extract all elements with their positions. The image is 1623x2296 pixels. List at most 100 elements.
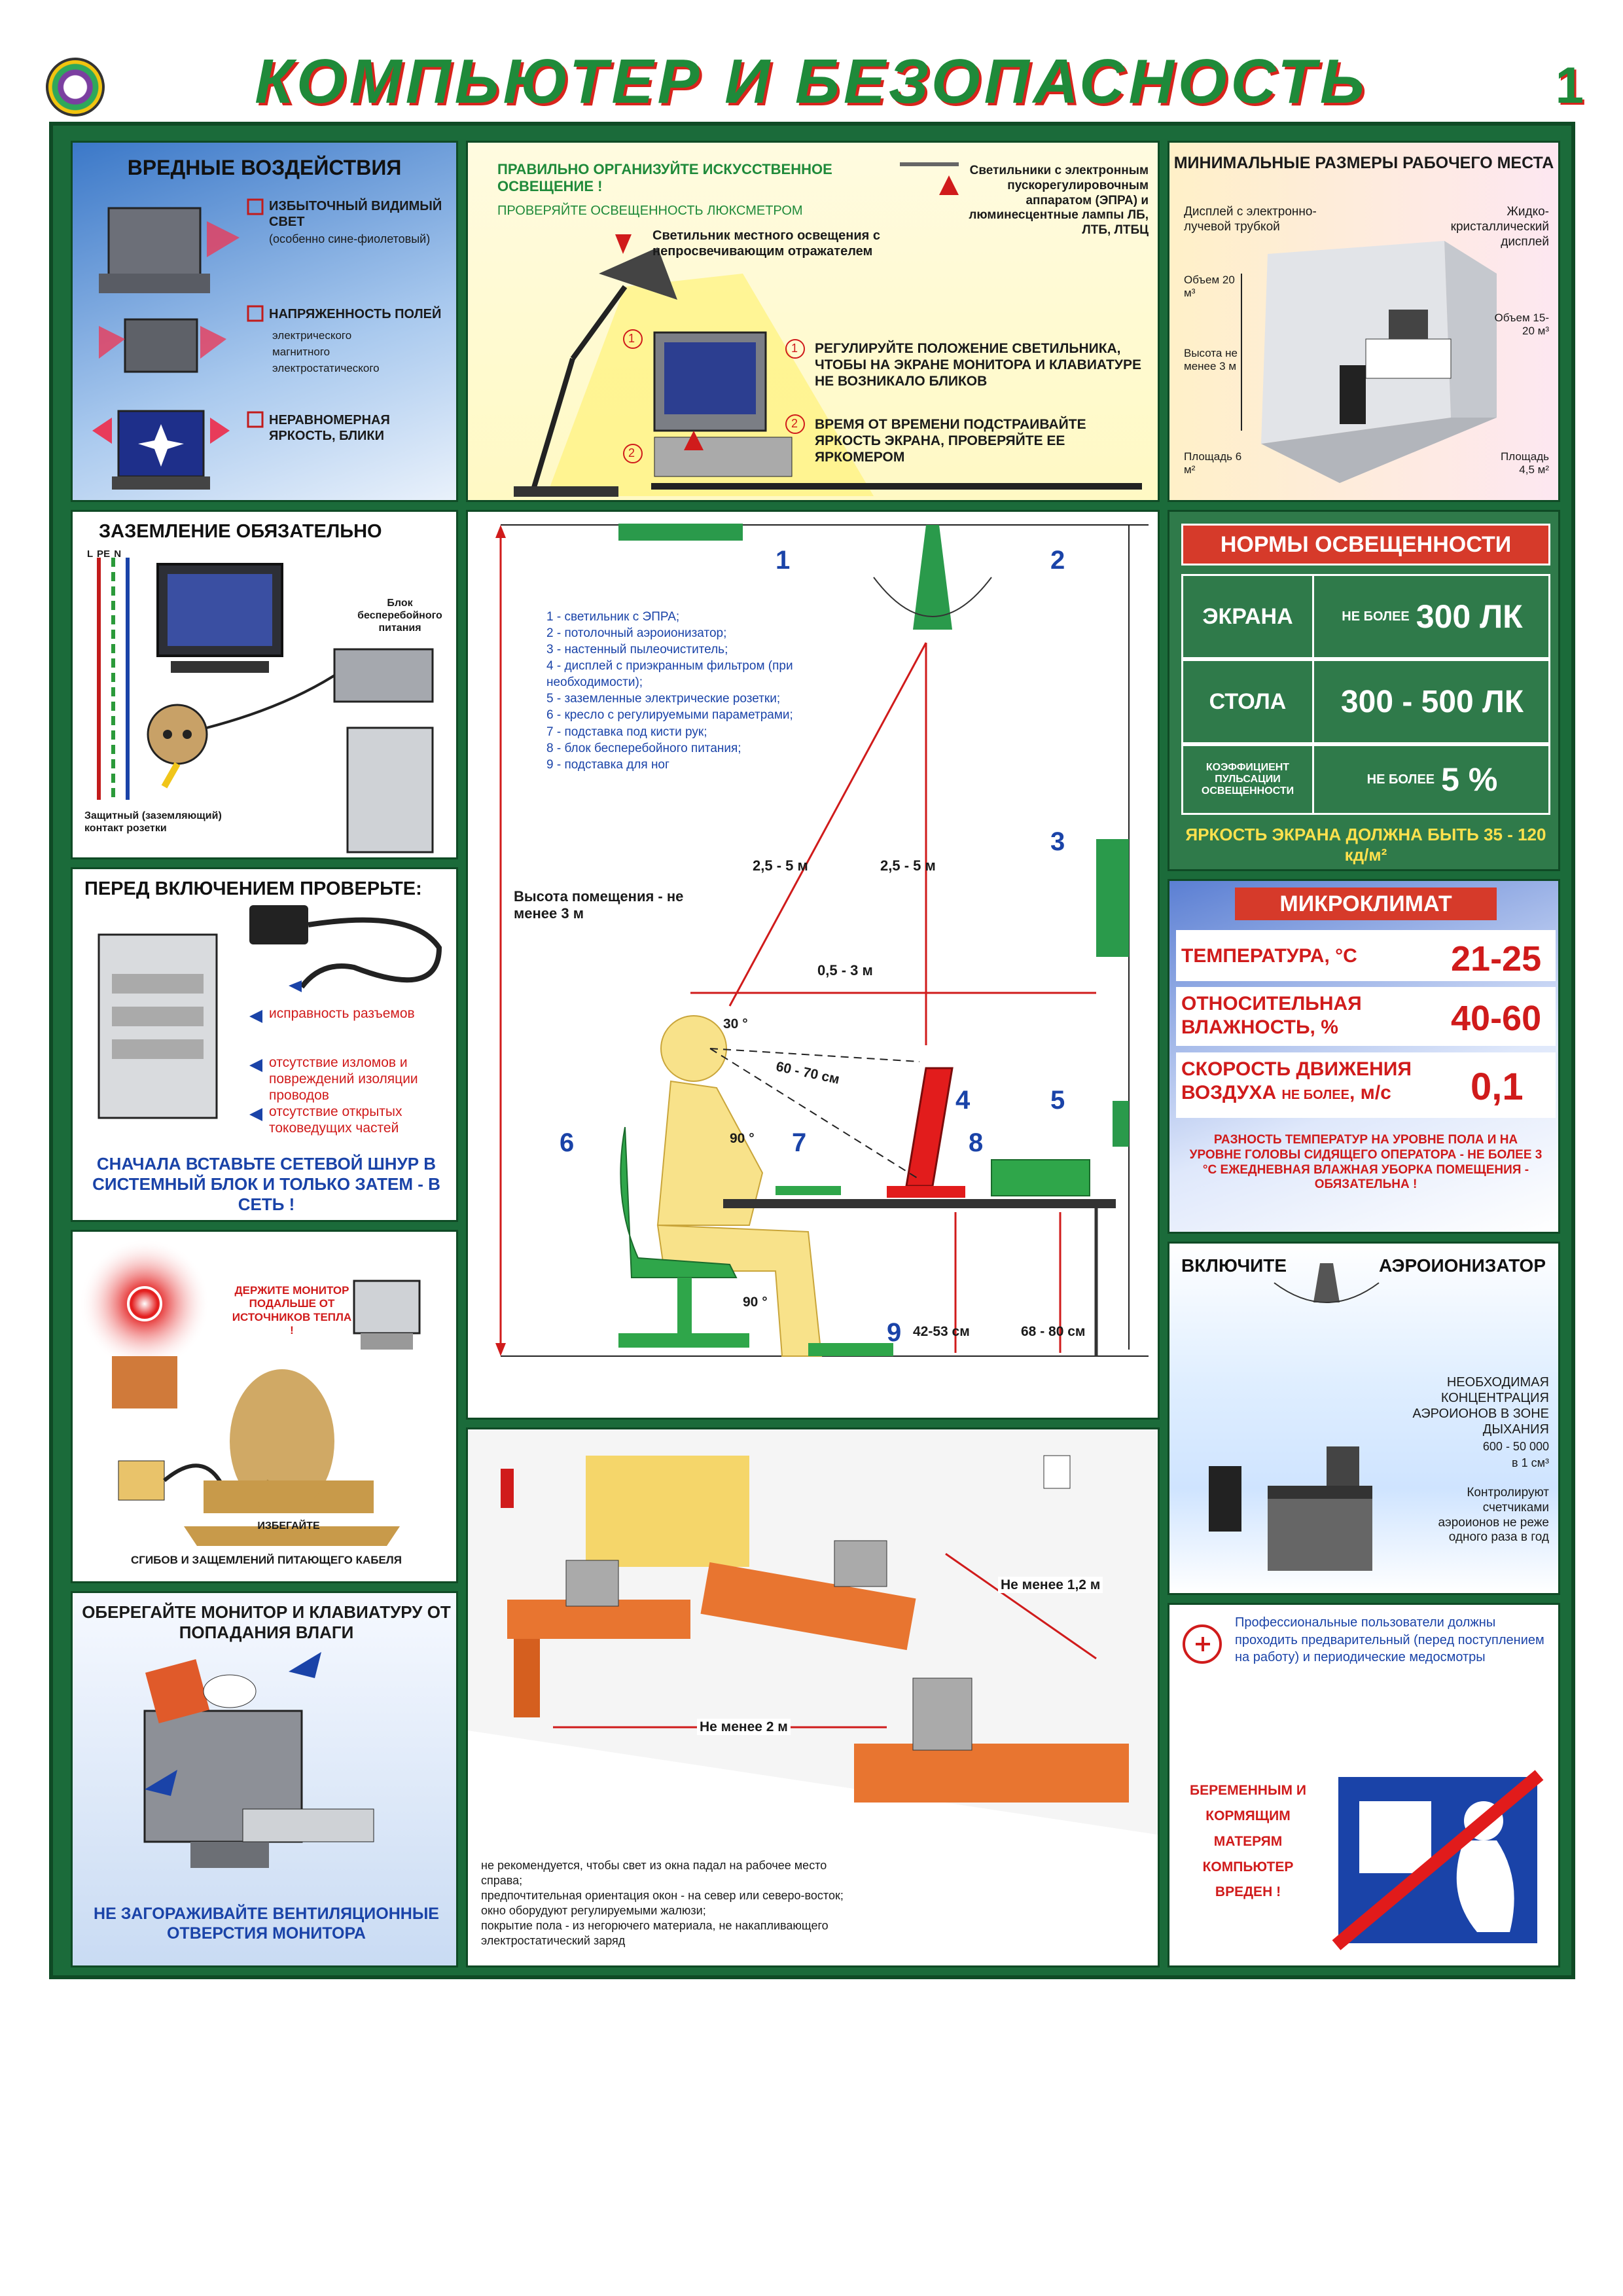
legend-item: 9 - подставка для ног bbox=[546, 757, 669, 772]
check-item3: отсутствие открытых токоведущих частей bbox=[269, 1104, 402, 1136]
angle-30: 30 ° bbox=[723, 1016, 748, 1031]
legend-item: 8 - блок бесперебойного питания; bbox=[546, 741, 741, 755]
check-item1: исправность разъемов bbox=[269, 1006, 415, 1021]
num-2: 2 bbox=[628, 446, 635, 459]
lighting-fixtures: Светильники с электронным пускорегулиров… bbox=[969, 164, 1149, 238]
microclimate-panel: МИКРОКЛИМАТ ТЕМПЕРАТУРА, °С 21-25 ОТНОСИ… bbox=[1168, 879, 1560, 1234]
harm-item1-title: ИЗБЫТОЧНЫЙ ВИДИМЫЙ СВЕТ bbox=[269, 199, 442, 229]
contact-label: Защитный (заземляющий) контакт розетки bbox=[84, 810, 222, 834]
micro-air-val: 0,1 bbox=[1471, 1066, 1524, 1108]
page-title: КОМПЬЮТЕР И БЕЗОПАСНОСТЬ bbox=[255, 46, 1368, 117]
height-label: Высота не менее 3 м bbox=[1184, 347, 1238, 373]
office-layout-panel: Не менее 1,2 м Не менее 2 м не рекоменду… bbox=[466, 1427, 1160, 1967]
room-notes: не рекомендуется, чтобы свет из окна пад… bbox=[481, 1858, 847, 1948]
aero-conc-unit: в 1 см³ bbox=[1512, 1456, 1549, 1469]
label-2: 2 bbox=[1050, 546, 1065, 575]
grounding-title: ЗАЗЕМЛЕНИЕ ОБЯЗАТЕЛЬНО bbox=[99, 521, 382, 542]
check-illustration bbox=[98, 905, 442, 1121]
label-9: 9 bbox=[887, 1318, 902, 1347]
dist-d1: 2,5 - 5 м bbox=[753, 857, 808, 874]
norm-table-row: СТОЛА 300 - 500 ЛК bbox=[1181, 659, 1550, 744]
label-7: 7 bbox=[792, 1128, 807, 1157]
check-title: ПЕРЕД ВКЛЮЧЕНИЕМ ПРОВЕРЬТЕ: bbox=[84, 878, 422, 899]
page-number: 1 bbox=[1555, 56, 1584, 114]
norm-screen-label: ЭКРАНА bbox=[1183, 576, 1314, 657]
harm-item2-b3: электростатического bbox=[272, 362, 380, 374]
brightness-norm: ЯРКОСТЬ ЭКРАНА ДОЛЖНА БЫТЬ 35 - 120 кд/м… bbox=[1185, 825, 1546, 865]
label-4: 4 bbox=[955, 1086, 971, 1115]
area-lcd: Площадь 4,5 м² bbox=[1500, 450, 1549, 476]
lighting-title: ПРАВИЛЬНО ОРГАНИЗУЙТЕ ИСКУССТВЕННОЕ ОСВЕ… bbox=[497, 161, 832, 195]
aero-conc: НЕОБХОДИМАЯ КОНЦЕНТРАЦИЯ АЭРОИОНОВ В ЗОН… bbox=[1412, 1375, 1549, 1437]
aero-control: Контролируют счетчиками аэроионов не реж… bbox=[1438, 1486, 1549, 1545]
workplace-diagram bbox=[495, 524, 1149, 1357]
micro-air-row: СКОРОСТЬ ДВИЖЕНИЯ ВОЗДУХА НЕ БОЛЕЕ, м/с … bbox=[1176, 1052, 1556, 1118]
micro-note: РАЗНОСТЬ ТЕМПЕРАТУР НА УРОВНЕ ПОЛА И НА … bbox=[1189, 1133, 1543, 1192]
crt-label: Дисплей с электронно-лучевой трубкой bbox=[1184, 205, 1317, 234]
micro-temp-row: ТЕМПЕРАТУРА, °С 21-25 bbox=[1176, 930, 1556, 981]
harm-item2-title: НАПРЯЖЕННОСТЬ ПОЛЕЙ bbox=[269, 307, 442, 321]
dist-1-2: Не менее 1,2 м bbox=[998, 1577, 1103, 1594]
lighting-note1: РЕГУЛИРУЙТЕ ПОЛОЖЕНИЕ СВЕТИЛЬНИКА, ЧТОБЫ… bbox=[815, 341, 1141, 389]
min-size-title: МИНИМАЛЬНЫЕ РАЗМЕРЫ РАБОЧЕГО МЕСТА bbox=[1173, 154, 1554, 172]
aero-illustration bbox=[1209, 1263, 1380, 1571]
legend-item: 6 - кресло с регулируемыми параметрами; bbox=[546, 708, 793, 723]
check-footer: СНАЧАЛА ВСТАВЬТЕ СЕТЕВОЙ ШНУР В СИСТЕМНЫ… bbox=[92, 1154, 440, 1215]
heat-avoid1: ИЗБЕГАЙТЕ bbox=[257, 1520, 320, 1532]
harm-item1-sub: (особенно сине-фиолетовый) bbox=[269, 232, 431, 245]
legend-item: 5 - заземленные электрические розетки; bbox=[546, 692, 781, 706]
logo bbox=[46, 58, 105, 117]
label-6: 6 bbox=[560, 1128, 575, 1157]
dist-d2: 2,5 - 5 м bbox=[880, 857, 936, 874]
diagram-legend: 1 - светильник с ЭПРА; 2 - потолочный аэ… bbox=[546, 609, 861, 773]
pregnancy-warning: БЕРЕМЕННЫМ И КОРМЯЩИМ МАТЕРЯМ КОМПЬЮТЕР … bbox=[1190, 1783, 1306, 1900]
check-panel: ПЕРЕД ВКЛЮЧЕНИЕМ ПРОВЕРЬТЕ: исправность … bbox=[71, 867, 458, 1222]
harm-illustrations bbox=[92, 198, 264, 490]
harm-item3-title: НЕРАВНОМЕРНАЯ ЯРКОСТЬ, БЛИКИ bbox=[269, 413, 390, 443]
aeroionizer-panel: ВКЛЮЧИТЕ АЭРОИОНИЗАТОР НЕОБХОДИМАЯ КОНЦЕ… bbox=[1168, 1242, 1560, 1595]
wire-labels: L PE N bbox=[87, 548, 122, 560]
moisture-panel: ОБЕРЕГАЙТЕ МОНИТОР И КЛАВИАТУРУ ОТ ПОПАД… bbox=[71, 1591, 458, 1967]
heat-panel: ДЕРЖИТЕ МОНИТОР ПОДАЛЬШЕ ОТ ИСТОЧНИКОВ Т… bbox=[71, 1230, 458, 1583]
micro-hum-label: ОТНОСИТЕЛЬНАЯ ВЛАЖНОСТЬ, % bbox=[1181, 993, 1362, 1038]
norm-coef-pre: НЕ БОЛЕЕ bbox=[1366, 772, 1435, 787]
room-note: предпочтительная ориентация окон - на се… bbox=[481, 1889, 844, 1903]
workplace-diagram-panel: 1 - светильник с ЭПРА; 2 - потолочный аэ… bbox=[466, 510, 1160, 1420]
label-3: 3 bbox=[1050, 827, 1065, 856]
norm-screen-pre: НЕ БОЛЕЕ bbox=[1342, 609, 1410, 624]
room-height-label: Высота помещения - не менее 3 м bbox=[514, 888, 684, 922]
room-note: покрытие пола - из негорючего материала,… bbox=[481, 1919, 829, 1948]
harm-item2-b1: электрического bbox=[272, 329, 352, 342]
legend-item: 3 - настенный пылеочиститель; bbox=[546, 643, 728, 657]
angle-90b: 90 ° bbox=[743, 1295, 768, 1310]
pregnancy-illustration bbox=[1183, 1624, 1544, 1950]
lcd-label: Жидко-кристаллический дисплей bbox=[1450, 205, 1549, 249]
pregnancy-panel: Профессиональные пользователи должны про… bbox=[1168, 1603, 1560, 1967]
dist-d3: 0,5 - 3 м bbox=[813, 962, 877, 980]
room-note: не рекомендуется, чтобы свет из окна пад… bbox=[481, 1859, 827, 1888]
moisture-title: ОБЕРЕГАЙТЕ МОНИТОР И КЛАВИАТУРУ ОТ ПОПАД… bbox=[82, 1602, 451, 1643]
room-box-illustration bbox=[1241, 241, 1497, 483]
legend-item: 7 - подставка под кисти рук; bbox=[546, 725, 707, 739]
aero-title2: АЭРОИОНИЗАТОР bbox=[1379, 1255, 1546, 1276]
harm-panel: ВРЕДНЫЕ ВОЗДЕЙСТВИЯ ИЗБЫТОЧНЫЙ ВИДИМЫЙ С… bbox=[71, 141, 458, 502]
angle-90a: 90 ° bbox=[730, 1131, 755, 1146]
norm-screen-row: ЭКРАНА НЕ БОЛЕЕ 300 ЛК bbox=[1181, 574, 1550, 659]
harm-item2-b2: магнитного bbox=[272, 346, 330, 358]
label-5: 5 bbox=[1050, 1086, 1065, 1115]
grounding-panel: ЗАЗЕМЛЕНИЕ ОБЯЗАТЕЛЬНО L PE N Блок беспе… bbox=[71, 510, 458, 859]
moisture-footer: НЕ ЗАГОРАЖИВАЙТЕ ВЕНТИЛЯЦИОННЫЕ ОТВЕРСТИ… bbox=[94, 1905, 439, 1943]
heat-keep: ДЕРЖИТЕ МОНИТОР ПОДАЛЬШЕ ОТ ИСТОЧНИКОВ Т… bbox=[232, 1284, 352, 1337]
light-norms-panel: НОРМЫ ОСВЕЩЕННОСТИ ЭКРАНА НЕ БОЛЕЕ 300 Л… bbox=[1168, 510, 1560, 871]
norm-table-val: 300 - 500 ЛК bbox=[1340, 684, 1524, 719]
office-illustration bbox=[468, 1429, 1158, 1835]
dist-2: Не менее 2 м bbox=[697, 1719, 791, 1736]
micro-hum-row: ОТНОСИТЕЛЬНАЯ ВЛАЖНОСТЬ, % 40-60 bbox=[1176, 987, 1556, 1046]
norm-table-label: СТОЛА bbox=[1183, 661, 1314, 742]
ups-label: Блок бесперебойного питания bbox=[357, 598, 442, 634]
vol-lcd: Объем 15-20 м³ bbox=[1494, 312, 1549, 338]
micro-hum-val: 40-60 bbox=[1451, 999, 1542, 1038]
norm-coef-row: КОЭФФИЦИЕНТ ПУЛЬСАЦИИ ОСВЕЩЕННОСТИ НЕ БО… bbox=[1181, 744, 1550, 815]
vol-crt: Объем 20 м³ bbox=[1184, 274, 1235, 300]
height-42-53: 42-53 см bbox=[913, 1324, 970, 1339]
